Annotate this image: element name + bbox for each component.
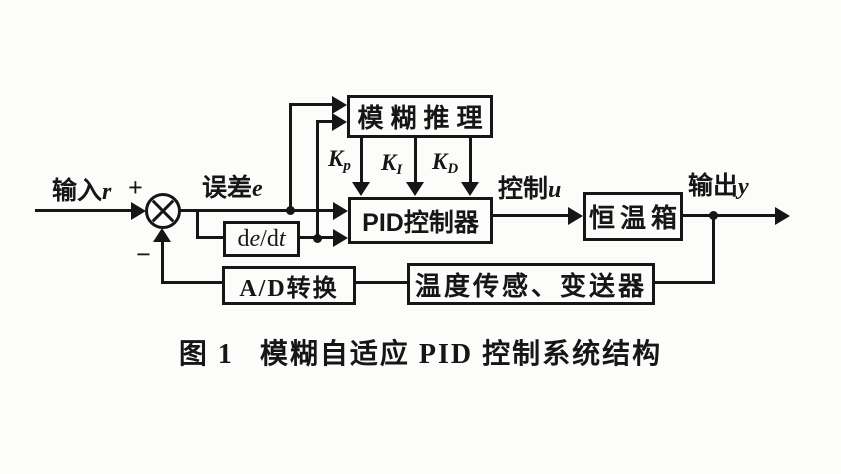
control-line xyxy=(493,214,569,217)
pid-controller-label: PID控制器 xyxy=(362,208,479,237)
output-label-var: y xyxy=(738,174,749,200)
oven-input-arrowhead-icon xyxy=(568,207,583,225)
minus-sign: − xyxy=(136,240,151,269)
dedt-t: t xyxy=(278,225,286,252)
kp-arrowhead-icon xyxy=(352,182,370,196)
input-signal-label: 输入r xyxy=(52,179,111,204)
sensor-transmitter-label: 温度传感、变送器 xyxy=(414,271,647,301)
derivative-riser-line xyxy=(316,120,319,239)
fuzzy-input2-arrowhead-icon xyxy=(332,113,347,131)
pid-input1-arrowhead-icon xyxy=(333,202,348,220)
error-line xyxy=(179,209,334,212)
derivative-branch-in-line xyxy=(196,236,223,239)
plus-sign: + xyxy=(128,173,143,202)
feedback-left-line xyxy=(161,281,222,284)
kp-sub: p xyxy=(343,158,351,174)
adc-block: A/D转换 xyxy=(222,266,356,305)
error-branch-dot xyxy=(286,206,295,215)
kd-base: K xyxy=(432,149,448,174)
kd-line xyxy=(469,138,472,184)
output-signal-label: 输出y xyxy=(688,174,749,199)
kp-base: K xyxy=(328,146,344,171)
sensor-transmitter-block: 温度传感、变送器 xyxy=(407,263,655,305)
kp-line xyxy=(360,138,363,184)
input-label-cn: 输入 xyxy=(52,178,103,205)
adc-label: A/D转换 xyxy=(239,276,339,302)
sensor-to-adc-line xyxy=(356,281,407,284)
summing-junction xyxy=(145,193,181,229)
feedback-right-line xyxy=(653,281,715,284)
ki-gain-label: KI xyxy=(381,151,402,178)
dedt-d1: d xyxy=(237,225,250,252)
figure-caption: 图 1 模糊自适应 PID 控制系统结构 xyxy=(0,332,841,372)
input-label-var: r xyxy=(102,179,112,205)
pid-controller-block: PID控制器 xyxy=(348,197,493,244)
kd-arrowhead-icon xyxy=(461,182,479,196)
error-signal-label: 误差e xyxy=(202,176,263,201)
control-signal-label: 控制u xyxy=(498,177,561,202)
derivative-block-label: de/dt xyxy=(238,226,286,253)
derivative-out-line xyxy=(300,236,333,239)
derivative-branch-down-line xyxy=(196,210,199,239)
fuzzy-input2-line xyxy=(316,120,333,123)
error-label-var: e xyxy=(252,176,263,202)
ki-line xyxy=(414,138,417,184)
ki-sub: I xyxy=(396,162,403,178)
kd-gain-label: KD xyxy=(432,150,458,177)
feedback-right-down-line xyxy=(712,215,715,284)
input-line xyxy=(35,209,132,212)
control-label-cn: 控制 xyxy=(498,176,549,203)
input-arrowhead-icon xyxy=(131,202,146,220)
dedt-e: e xyxy=(249,225,261,252)
figure-number: 图 1 xyxy=(178,339,234,370)
fuzzy-inference-block: 模糊推理 xyxy=(347,95,493,138)
error-riser-line xyxy=(289,103,292,210)
figure-title: 模糊自适应 PID 控制系统结构 xyxy=(259,339,663,370)
derivative-block: de/dt xyxy=(223,221,300,257)
fuzzy-input1-arrowhead-icon xyxy=(332,96,347,114)
feedback-up-line xyxy=(161,241,164,284)
control-label-var: u xyxy=(548,177,562,203)
pid-input2-arrowhead-icon xyxy=(333,229,348,247)
output-line xyxy=(683,214,776,217)
fuzzy-input1-line xyxy=(289,103,333,106)
feedback-arrowhead-icon xyxy=(153,228,171,242)
kd-sub: D xyxy=(447,161,459,177)
error-label-cn: 误差 xyxy=(202,175,253,202)
ki-arrowhead-icon xyxy=(406,182,424,196)
ki-base: K xyxy=(381,150,397,175)
oven-label: 恒温箱 xyxy=(589,204,683,233)
output-label-cn: 输出 xyxy=(688,173,739,200)
fuzzy-inference-label: 模糊推理 xyxy=(357,104,490,133)
output-arrowhead-icon xyxy=(775,207,790,225)
dedt-d2: /d xyxy=(260,225,279,252)
kp-gain-label: Kp xyxy=(328,147,351,174)
oven-block: 恒温箱 xyxy=(583,192,683,241)
